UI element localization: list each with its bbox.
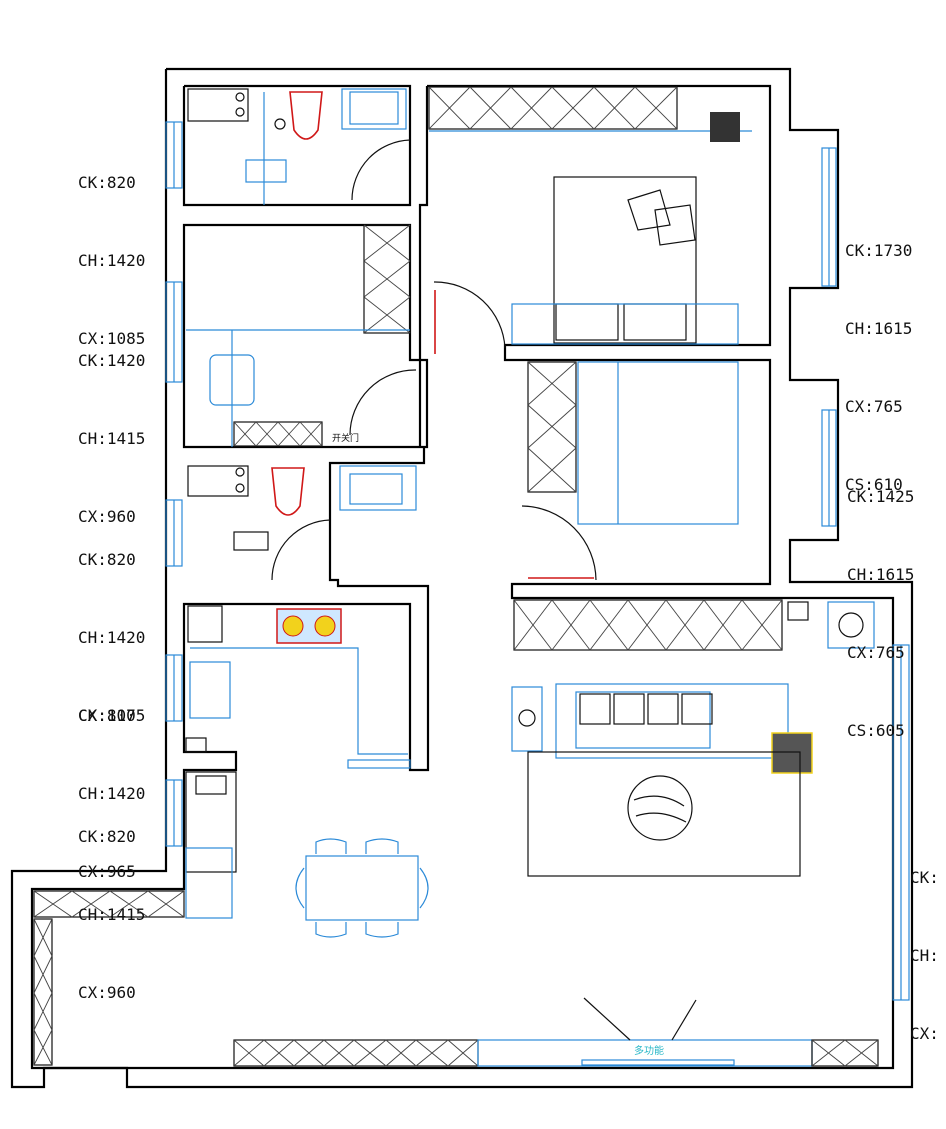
window-ch: CH:1615 — [845, 319, 913, 338]
window-label-right-1: CK:1730 CH:1615 CX:765 CS:610 — [845, 186, 912, 524]
window-ch: CH:1415 — [78, 905, 146, 924]
door-mark-bedroom: 开关门 — [332, 432, 359, 444]
window-cx: CX:765 — [847, 643, 905, 662]
window-label-right-3: CK: CH: CX: — [910, 813, 939, 1073]
window-cx: CX:1085 — [78, 329, 146, 348]
window-cx: CX:960 — [78, 983, 136, 1002]
bathroom-2 — [187, 465, 417, 581]
window-label-left-4: CK:810 CH:1420 CX:965 — [78, 651, 145, 911]
window-label-left-3: CK:820 CH:1420 CX:1075 — [78, 495, 145, 755]
window-ch: CH:1420 — [78, 784, 146, 803]
window-label-left-1: CK:820 CH:1420 CX:1085 — [78, 118, 145, 378]
window-ck: CK:1420 — [78, 351, 146, 370]
window-cs: CS:610 — [845, 475, 903, 494]
living-room — [511, 599, 875, 877]
window-ck: CK: — [910, 868, 939, 887]
window-ch: CH:1615 — [847, 565, 915, 584]
lower-cabinets: 多功能 — [33, 890, 879, 1067]
outer-walls — [10, 67, 914, 1089]
kitchen — [185, 605, 411, 769]
tv-mark: 多功能 — [634, 1044, 664, 1057]
window-ck: CK:820 — [78, 550, 136, 569]
window-cx: CX:960 — [78, 507, 136, 526]
window-ch: CH:1415 — [78, 429, 146, 448]
window-ch: CH:1420 — [78, 628, 146, 647]
window-ck: CK:820 — [78, 827, 136, 846]
bedroom-3 — [521, 361, 739, 581]
window-ck: CK:810 — [78, 706, 136, 725]
windows — [165, 121, 910, 1001]
window-cx: CX: — [910, 1024, 939, 1043]
dining — [185, 771, 429, 938]
window-ch: CH:1420 — [78, 251, 146, 270]
window-cx: CX:765 — [845, 397, 903, 416]
bedroom-2: 开关门 — [186, 224, 417, 447]
window-label-right-2: CK:1425 CH:1615 CX:765 CS:605 — [847, 432, 914, 770]
window-cx: CX:965 — [78, 862, 136, 881]
window-ch: CH: — [910, 946, 939, 965]
master-bedroom — [428, 86, 752, 354]
window-label-left-2: CK:1420 CH:1415 CX:960 — [78, 296, 145, 556]
window-cs: CS:605 — [847, 721, 905, 740]
window-ck: CK:820 — [78, 173, 136, 192]
bathroom-1 — [187, 88, 411, 205]
window-ck: CK:1425 — [847, 487, 915, 506]
window-cx: CX:1075 — [78, 706, 146, 725]
window-ck: CK:1730 — [845, 241, 913, 260]
window-label-left-5: CK:820 CH:1415 CX:960 — [78, 772, 145, 1032]
